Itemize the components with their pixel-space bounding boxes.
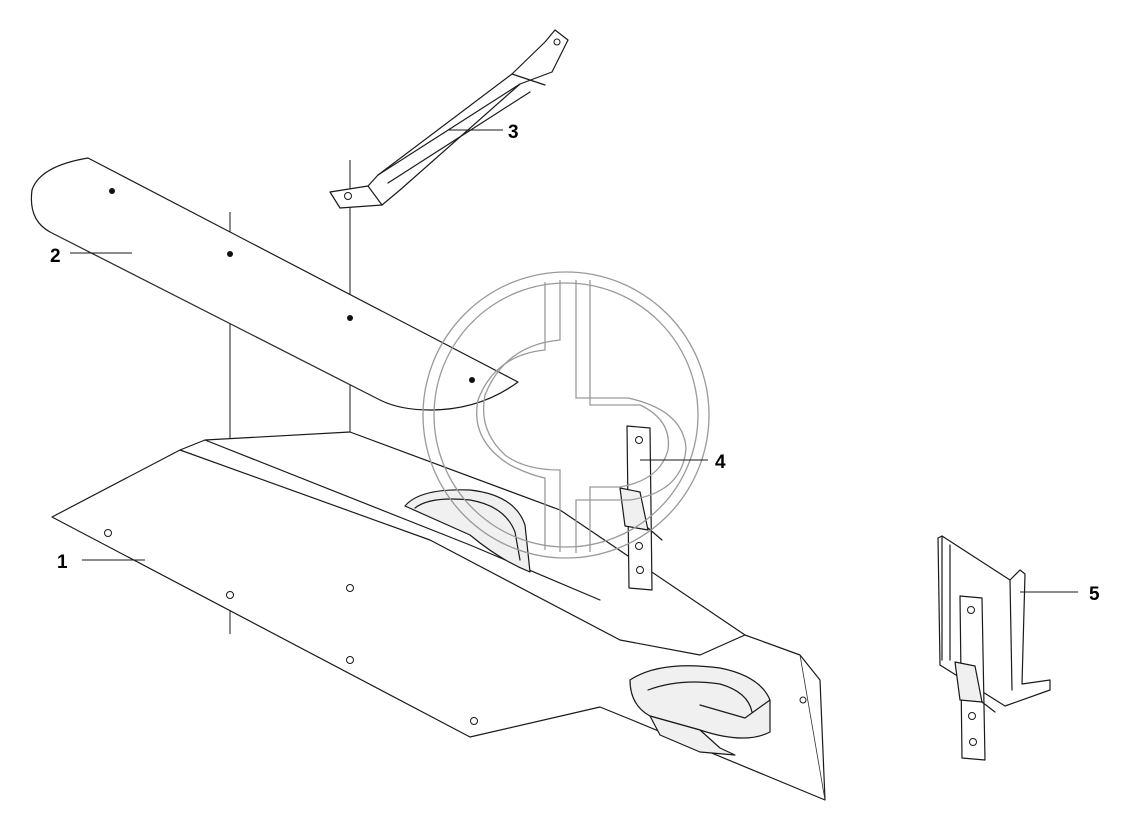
part-3-bracket-arm xyxy=(329,29,569,209)
part-2-flat-strip xyxy=(30,157,519,411)
callout-2: 2 xyxy=(50,246,61,267)
callout-4: 4 xyxy=(715,452,726,473)
part-1-base-panel xyxy=(51,431,826,801)
watermark-logo xyxy=(422,271,710,559)
callout-1: 1 xyxy=(57,552,68,573)
callout-3: 3 xyxy=(508,122,519,143)
part-5-u-bracket xyxy=(937,535,1051,761)
leader-lines xyxy=(70,129,1078,593)
part-4-hinge-plate xyxy=(619,425,663,591)
callout-5: 5 xyxy=(1089,584,1100,605)
